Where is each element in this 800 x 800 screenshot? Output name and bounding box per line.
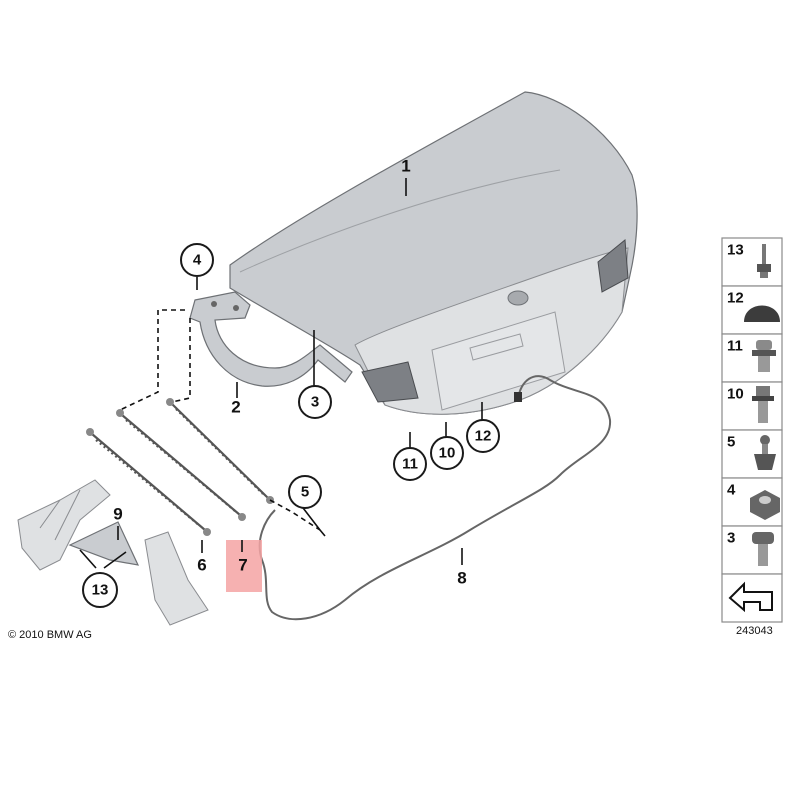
legend-row-10: 10 [721,381,783,431]
callout-5: 5 [288,475,322,509]
svg-text:10: 10 [727,386,744,403]
callout-7: 7 [238,556,247,575]
ball-stud-icon [754,435,776,470]
svg-text:5: 5 [301,484,309,501]
stud-icon [752,386,774,423]
legend-row-12: 12 [721,285,783,335]
svg-text:13: 13 [92,582,109,599]
cable-connector [514,392,522,402]
svg-text:3: 3 [727,530,735,547]
svg-text:12: 12 [475,428,492,445]
copyright-text: © 2010 BMW AG [8,629,92,641]
hinge [189,291,353,387]
legend-row-3: 3 [721,525,783,575]
diagram-id: 243043 [736,625,773,637]
svg-text:4: 4 [727,482,736,499]
svg-text:11: 11 [402,456,418,473]
callout-11: 11 [393,447,427,481]
spring-middle [116,409,246,521]
callout-3: 3 [298,385,332,419]
highlight-box-7 [226,540,262,592]
callout-2: 2 [231,398,240,417]
trunk-lid [229,91,638,415]
cable-harness [258,375,612,621]
legend-row-11: 11 [721,333,783,383]
spring-left [86,428,211,536]
callout-4: 4 [180,243,214,277]
legend-row-4: 4 [721,477,783,527]
callout-9: 9 [113,505,122,524]
callout-12: 12 [466,419,500,453]
screw-icon [752,532,774,566]
nut-icon [750,490,780,520]
svg-text:10: 10 [439,445,456,462]
leader-lines [79,178,483,569]
svg-text:4: 4 [193,252,202,269]
callout-6: 6 [197,556,206,575]
bolt-icon [757,244,771,278]
svg-text:3: 3 [311,394,319,411]
svg-text:11: 11 [727,338,743,355]
callouts: 1 4 2 3 11 10 12 5 9 6 7 8 [82,157,500,608]
parts-legend: 13 12 11 10 [721,237,783,623]
svg-text:13: 13 [727,242,744,259]
dome-cap-icon [744,305,780,322]
callout-1: 1 [401,157,410,176]
callout-10: 10 [430,436,464,470]
legend-row-13: 13 [721,237,783,287]
callout-13: 13 [82,572,118,608]
callout-8: 8 [457,569,466,588]
legend-row-5: 5 [721,429,783,479]
arrow-icon [728,581,773,613]
spring-right [166,398,274,504]
svg-text:12: 12 [727,290,744,307]
svg-text:5: 5 [727,434,735,451]
mounting-bracket [17,479,209,626]
legend-arrow-box [721,573,783,623]
clip-icon [752,340,776,372]
